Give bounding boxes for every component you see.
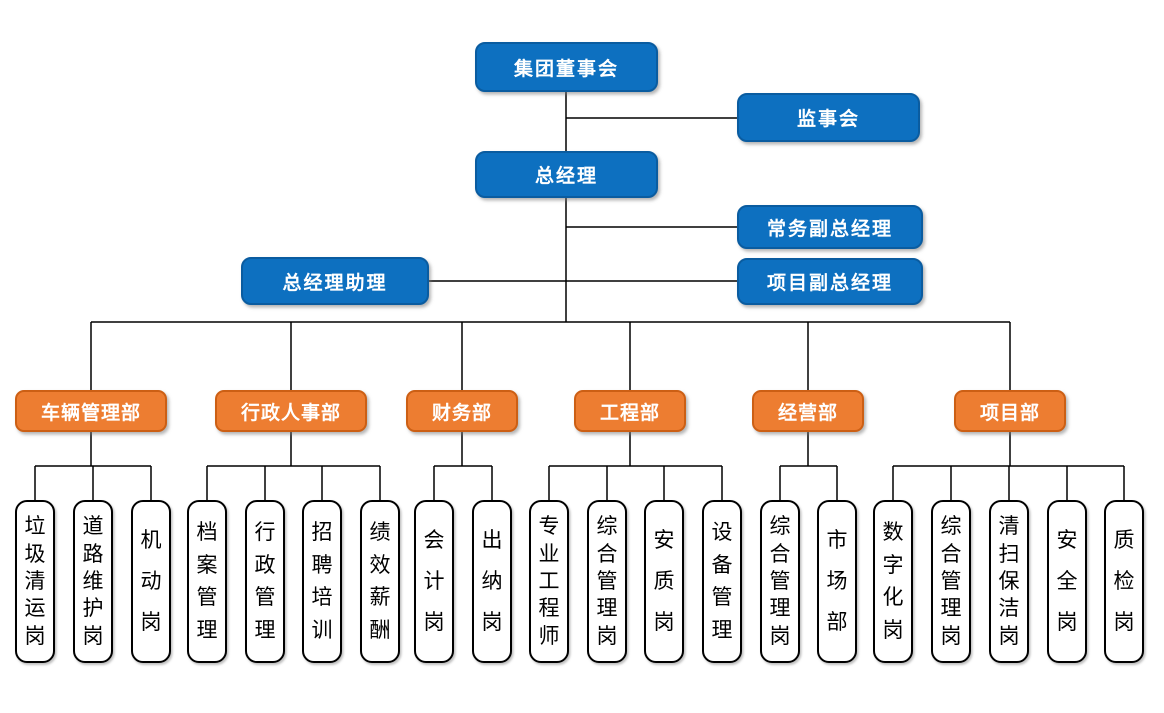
org-node-post: 综合管理岗 <box>587 500 627 663</box>
org-node-executive-deputy-gm: 常务副总经理 <box>737 205 923 249</box>
org-node-post: 档案管理 <box>187 500 227 663</box>
org-node-board: 集团董事会 <box>475 42 658 92</box>
org-node-post: 安全岗 <box>1047 500 1087 663</box>
org-node-post: 清扫保洁岗 <box>989 500 1029 663</box>
org-node-post: 机动岗 <box>131 500 171 663</box>
org-node-post: 专业工程师 <box>529 500 569 663</box>
org-node-post: 质检岗 <box>1104 500 1144 663</box>
org-node-supervisory-board: 监事会 <box>737 93 920 142</box>
org-node-post: 安质岗 <box>644 500 684 663</box>
org-node-post: 出纳岗 <box>472 500 512 663</box>
org-node-general-manager: 总经理 <box>475 151 658 198</box>
org-node-post: 数字化岗 <box>873 500 913 663</box>
org-node-dept-vehicle-management: 车辆管理部 <box>15 390 167 432</box>
org-node-post: 招聘培训 <box>302 500 342 663</box>
org-node-post: 设备管理 <box>702 500 742 663</box>
org-node-dept-business: 经营部 <box>752 390 864 432</box>
org-node-project-deputy-gm: 项目副总经理 <box>737 258 923 305</box>
org-node-post: 道路维护岗 <box>73 500 113 663</box>
org-node-post: 综合管理岗 <box>931 500 971 663</box>
org-node-post: 市场部 <box>817 500 857 663</box>
org-node-post: 绩效薪酬 <box>360 500 400 663</box>
org-node-dept-admin-hr: 行政人事部 <box>215 390 367 432</box>
org-node-post: 垃圾清运岗 <box>15 500 55 663</box>
org-node-dept-project: 项目部 <box>954 390 1066 432</box>
org-node-dept-engineering: 工程部 <box>574 390 686 432</box>
org-node-post: 会计岗 <box>414 500 454 663</box>
org-node-gm-assistant: 总经理助理 <box>241 257 429 305</box>
org-node-dept-finance: 财务部 <box>406 390 518 432</box>
org-node-post: 行政管理 <box>245 500 285 663</box>
org-node-post: 综合管理岗 <box>760 500 800 663</box>
